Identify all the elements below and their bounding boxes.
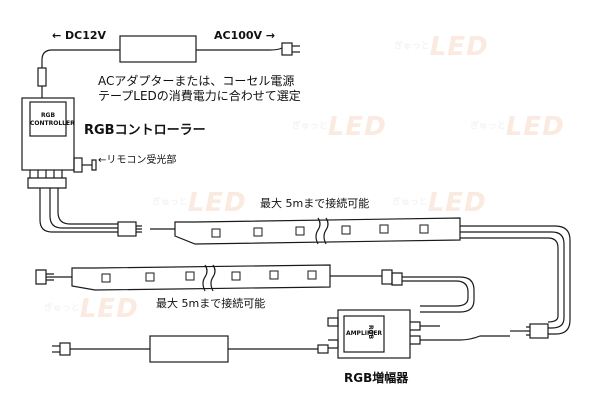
amplifier-title: RGB増幅器 [344, 371, 409, 385]
ac100v-label: AC100V → [214, 29, 276, 42]
strip1-return-cable [460, 225, 571, 335]
led-strip-2 [71, 264, 331, 291]
amplifier-box-label-2: AMPLIFIER [345, 330, 383, 337]
adapter-note-line2: テープLEDの消費電力に合わせて選定 [98, 89, 301, 103]
strip2-left-connector [35, 269, 47, 285]
strip1-caption: 最大 5mまで接続可能 [260, 197, 370, 210]
top-ac-cord [196, 47, 283, 51]
led-strip-1 [174, 217, 461, 245]
controller-to-strip1-cable [39, 188, 118, 233]
controller-title: RGBコントローラー [84, 123, 206, 138]
top-dc-cord [41, 49, 120, 68]
top-power-adapter [119, 35, 197, 63]
rgb-controller-box [21, 97, 75, 171]
rgb-amplifier-box [337, 309, 411, 359]
bottom-power-adapter [149, 335, 229, 363]
adapter-note-line1: ACアダプターまたは、コーセル電源 [98, 74, 295, 88]
controller-box-label-1: RGB [40, 112, 56, 119]
strip2-caption: 最大 5mまで接続可能 [156, 297, 266, 310]
dc12v-label: ← DC12V [52, 29, 107, 42]
strip2-to-amplifier-cable [402, 276, 475, 313]
controller-box-label-2: CONTROLLER [30, 120, 75, 127]
ir-receiver-label: ←リモコン受光部 [98, 155, 177, 166]
